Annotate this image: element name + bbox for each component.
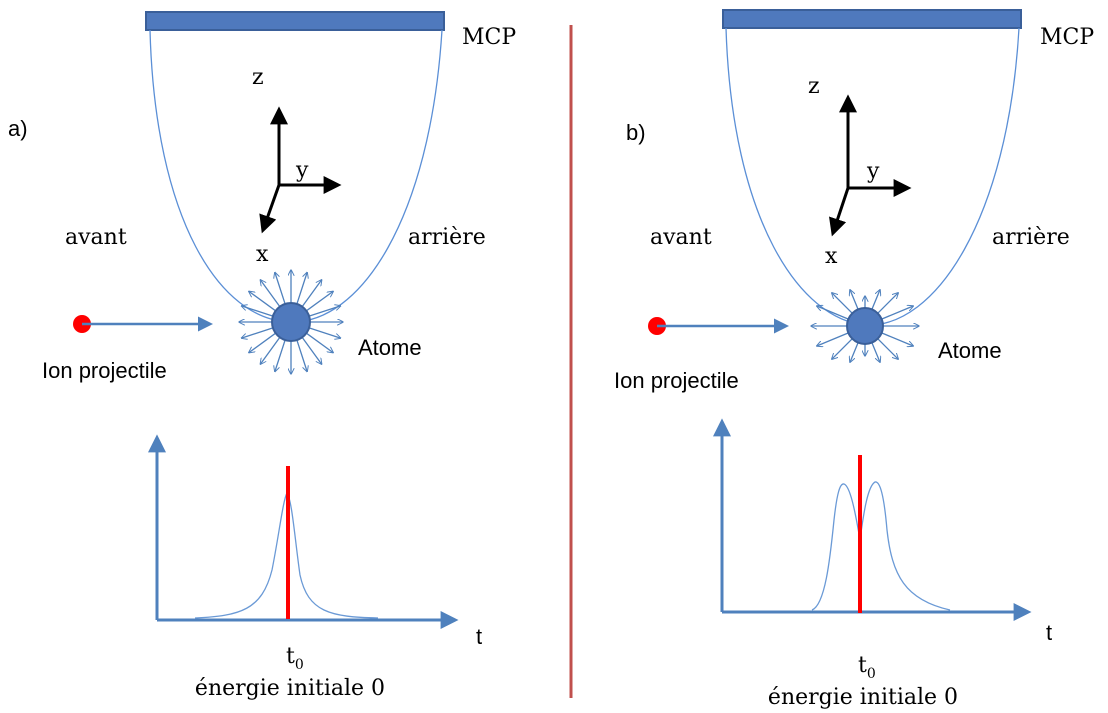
panel-label-b: b) xyxy=(626,120,646,145)
axis-y-label-b: y xyxy=(866,159,880,184)
emission-arrows-b xyxy=(811,290,919,362)
panel-a-emission-arrow xyxy=(301,337,321,364)
axis-z-label-b: z xyxy=(808,74,820,99)
t0-label-a: t0 xyxy=(286,644,304,673)
axis-y-label-a: y xyxy=(295,158,309,183)
arriere-label-b: arrière xyxy=(992,225,1070,250)
atom-a xyxy=(271,302,311,342)
panel-b-emission-arrow xyxy=(850,290,859,310)
panel-b-emission-arrow xyxy=(817,332,849,346)
panel-b-emission-arrow xyxy=(871,342,880,363)
panel-b-emission-arrow xyxy=(881,332,914,346)
panel-a-emission-arrow xyxy=(275,339,286,371)
t0-label-b: t0 xyxy=(858,653,876,682)
plot-t-label-b: t xyxy=(1046,620,1052,645)
axis-z-label-a: z xyxy=(252,65,264,90)
avant-label-a: avant xyxy=(65,225,127,250)
signal-double-peak-b xyxy=(811,481,951,611)
coordinate-axes-b xyxy=(829,94,912,237)
panel-a-emission-arrow xyxy=(275,273,286,305)
atom-label-b: Atome xyxy=(938,338,1002,363)
coordinate-axes-a xyxy=(259,106,342,234)
panel-a-emission-arrow xyxy=(308,327,340,338)
tof-plot-b xyxy=(713,418,1032,621)
projectile-label-b: Ion projectile xyxy=(614,368,739,393)
mcp-label-b: MCP xyxy=(1040,25,1094,50)
panel-a-emission-arrow xyxy=(301,280,321,307)
tof-plot-a xyxy=(148,434,459,629)
panel-b-emission-arrow xyxy=(850,342,859,363)
plot-t-label-a: t xyxy=(476,624,482,649)
panel-a-emission-arrow xyxy=(242,306,274,317)
panel-b-emission-arrow xyxy=(832,293,853,314)
panel-b-emission-arrow xyxy=(877,338,899,360)
panel-b-emission-arrow xyxy=(881,306,914,320)
panel-b-emission-arrow xyxy=(871,290,880,310)
mcp-detector-b xyxy=(722,9,1022,29)
panel-label-a: a) xyxy=(8,116,28,141)
panel-b: MCP b) z y x avant arrière Atome Ion pro… xyxy=(614,9,1094,710)
mcp-detector-a xyxy=(145,11,445,31)
panel-a-emission-arrow xyxy=(260,280,281,307)
panel-a-emission-arrow xyxy=(242,327,274,338)
avant-label-b: avant xyxy=(650,225,712,250)
projectile-label-a: Ion projectile xyxy=(42,358,167,383)
panel-a-emission-arrow xyxy=(308,306,340,317)
axis-x-label-b: x xyxy=(825,244,838,269)
panel-a-emission-arrow xyxy=(296,339,307,371)
emission-arrows-a xyxy=(239,270,343,374)
axis-x-label-a: x xyxy=(256,242,269,267)
caption-a: énergie initiale 0 xyxy=(195,676,385,701)
panel-a-emission-arrow xyxy=(306,332,333,352)
atom-b xyxy=(846,307,884,345)
panel-a-emission-arrow xyxy=(249,332,276,352)
panel-b-emission-arrow xyxy=(832,338,853,360)
caption-b: énergie initiale 0 xyxy=(768,685,958,710)
mcp-label-a: MCP xyxy=(462,25,516,50)
panel-a: MCP a) z y x avant arrière Atome Ion pro… xyxy=(8,11,516,701)
panel-a-emission-arrow xyxy=(296,273,307,305)
panel-a-emission-arrow xyxy=(306,291,333,312)
arriere-label-a: arrière xyxy=(408,225,486,250)
panel-a-emission-arrow xyxy=(260,337,281,364)
panel-b-emission-arrow xyxy=(877,293,899,314)
panel-a-emission-arrow xyxy=(249,291,276,312)
atom-label-a: Atome xyxy=(358,335,422,360)
panel-b-emission-arrow xyxy=(817,306,849,320)
